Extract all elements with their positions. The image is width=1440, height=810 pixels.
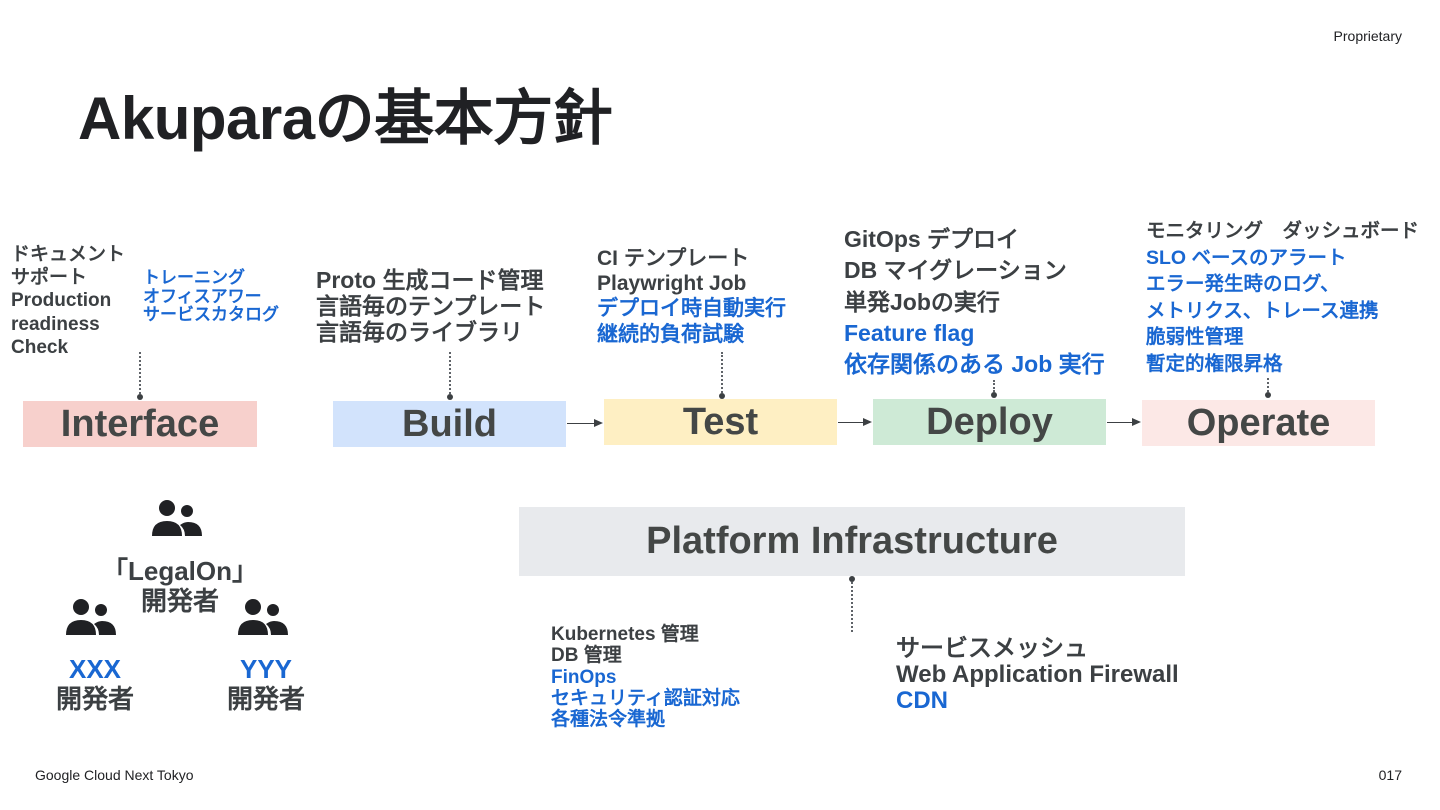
note-line: Production [11,290,112,312]
connector-build [449,352,451,394]
connector-deploy [993,380,995,392]
platform-notes-right: サービスメッシュ Web Application Firewall CDN [896,636,1179,714]
page-number: 017 [1378,767,1402,783]
team-name: XXX [68,654,122,684]
note-line: Check [11,336,69,358]
note-line: Web Application Firewall [896,660,1179,688]
platform-infrastructure-box: Platform Infrastructure [519,507,1185,576]
note-line: サービスメッシュ [896,635,1088,662]
team-yyy-label: YYY 開発者 [206,654,326,715]
people-icon [152,500,202,536]
connector-dot [137,394,143,400]
team-role: 開発者 [140,585,219,616]
note-line: Proto 生成コード管理 [316,267,544,293]
operate-notes: モニタリング ダッシュボード SLO ベースのアラート エラー発生時のログ、 メ… [1146,218,1419,377]
team-role: 開発者 [226,683,305,714]
slide-title: Akuparaの基本方針 [78,85,613,152]
people-icon [238,599,288,635]
note-line: Kubernetes 管理 [551,624,699,645]
note-line: DB マイグレーション [844,257,1067,284]
test-notes: CI テンプレート Playwright Job デプロイ時自動実行 継続的負荷… [597,246,786,347]
note-line: CDN [896,686,948,714]
note-line: SLO ベースのアラート [1146,246,1347,269]
note-line: 単発Jobの実行 [844,288,1000,315]
note-line: 言語毎のライブラリ [316,318,523,345]
note-line: ドキュメント [11,244,126,265]
footer-event: Google Cloud Next Tokyo [35,767,194,783]
note-line: Playwright Job [597,272,747,296]
build-notes: Proto 生成コード管理 言語毎のテンプレート 言語毎のライブラリ [316,267,546,345]
platform-label: Platform Infrastructure [646,520,1058,562]
stage-label: Build [402,402,497,445]
stage-operate: Operate [1142,400,1375,446]
interface-notes-blue: トレーニング オフィスアワー サービスカタログ [143,268,279,325]
arrow-test-deploy [838,417,872,426]
note-line: モニタリング ダッシュボード [1146,220,1420,242]
note-line: 言語毎のテンプレート [316,292,546,319]
platform-connector [851,582,853,632]
note-line: 脆弱性管理 [1146,326,1244,349]
note-line: DB 管理 [551,645,622,667]
stage-interface: Interface [23,401,257,447]
connector-test [721,352,723,393]
platform-notes-left: Kubernetes 管理 DB 管理 FinOps セキュリティ認証対応 各種… [551,624,740,730]
note-line: オフィスアワー [143,286,262,306]
people-icon [66,599,116,635]
note-line: メトリクス、トレース連携 [1146,299,1379,322]
stage-test: Test [604,399,837,445]
note-line: 継続的負荷試験 [597,322,744,346]
note-line: 各種法令準拠 [551,709,666,731]
team-legalon-label: 「LegalOn」 開発者 [80,556,280,617]
note-line: Feature flag [844,319,975,346]
connector-dot [1265,392,1271,398]
note-line: サービスカタログ [143,305,279,325]
connector-dot [447,394,453,400]
platform-connector-dot [849,576,855,582]
note-line: サポート [11,267,88,289]
note-line: セキュリティ認証対応 [551,687,740,709]
team-xxx-label: XXX 開発者 [35,654,155,715]
note-line: トレーニング [143,268,245,287]
stage-label: Interface [60,402,220,445]
stage-label: Operate [1186,401,1331,444]
connector-dot [719,393,725,399]
note-line: FinOps [551,666,617,688]
arrow-deploy-operate [1107,417,1141,426]
arrow-build-test [567,418,603,427]
note-line: エラー発生時のログ、 [1146,273,1340,296]
stage-label: Test [682,400,759,443]
note-line: 依存関係のある Job 実行 [844,351,1105,378]
note-line: GitOps デプロイ [844,226,1020,252]
team-name: 「LegalOn」 [101,556,258,586]
connector-interface [139,352,141,394]
note-line: デプロイ時自動実行 [597,297,786,321]
stage-build: Build [333,401,566,447]
connector-operate [1267,378,1269,392]
note-line: readiness [11,313,100,335]
stage-deploy: Deploy [873,399,1106,445]
team-role: 開発者 [55,683,134,714]
team-name: YYY [239,654,293,684]
interface-notes: ドキュメント サポート Production readiness Check [11,243,125,359]
note-line: 暫定的権限昇格 [1146,352,1283,375]
note-line: CI テンプレート [597,247,750,270]
deploy-notes: GitOps デプロイ DB マイグレーション 単発Jobの実行 Feature… [844,224,1105,380]
proprietary-label: Proprietary [1333,28,1402,44]
connector-dot [991,392,997,398]
stage-label: Deploy [926,400,1053,443]
